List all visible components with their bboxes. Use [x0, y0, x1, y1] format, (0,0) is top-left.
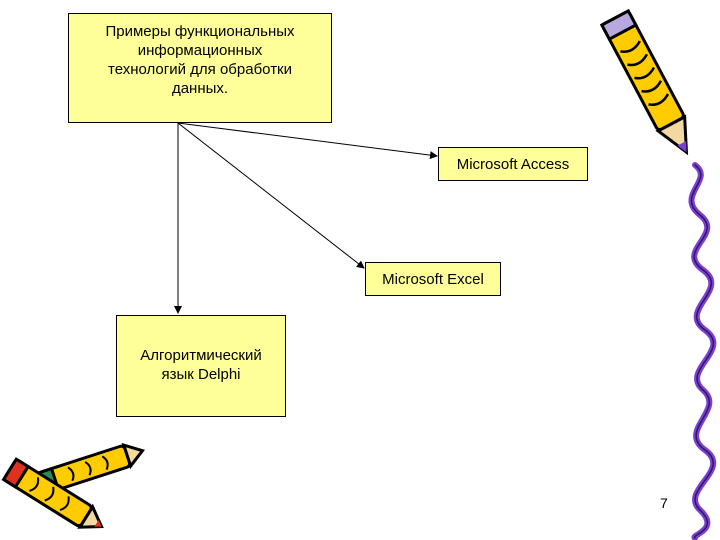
delphi-node-box: Алгоритмический язык Delphi	[116, 315, 286, 417]
delphi-node-line-1: Алгоритмический	[140, 347, 262, 364]
root-node-line-3: технологий для обработки	[108, 61, 292, 78]
excel-node-box: Microsoft Excel	[365, 262, 501, 296]
pencil-icon	[599, 8, 689, 156]
root-node-box: Примеры функциональных информационных те…	[68, 13, 332, 123]
root-node-line-4: данных.	[171, 80, 229, 97]
page-number: 7	[660, 495, 668, 511]
access-node-box: Microsoft Access	[438, 147, 588, 181]
arrow-to-excel	[177, 122, 365, 269]
access-node-label: Microsoft Access	[456, 156, 570, 173]
root-node-line-2: информационных	[137, 42, 263, 59]
root-node-line-1: Примеры функциональных	[105, 23, 295, 40]
crossed-pencils-icon	[1, 442, 145, 529]
arrow-to-access	[177, 122, 438, 160]
delphi-node-line-2: язык Delphi	[161, 366, 241, 383]
excel-node-label: Microsoft Excel	[382, 271, 484, 288]
squiggle-line	[688, 162, 717, 540]
